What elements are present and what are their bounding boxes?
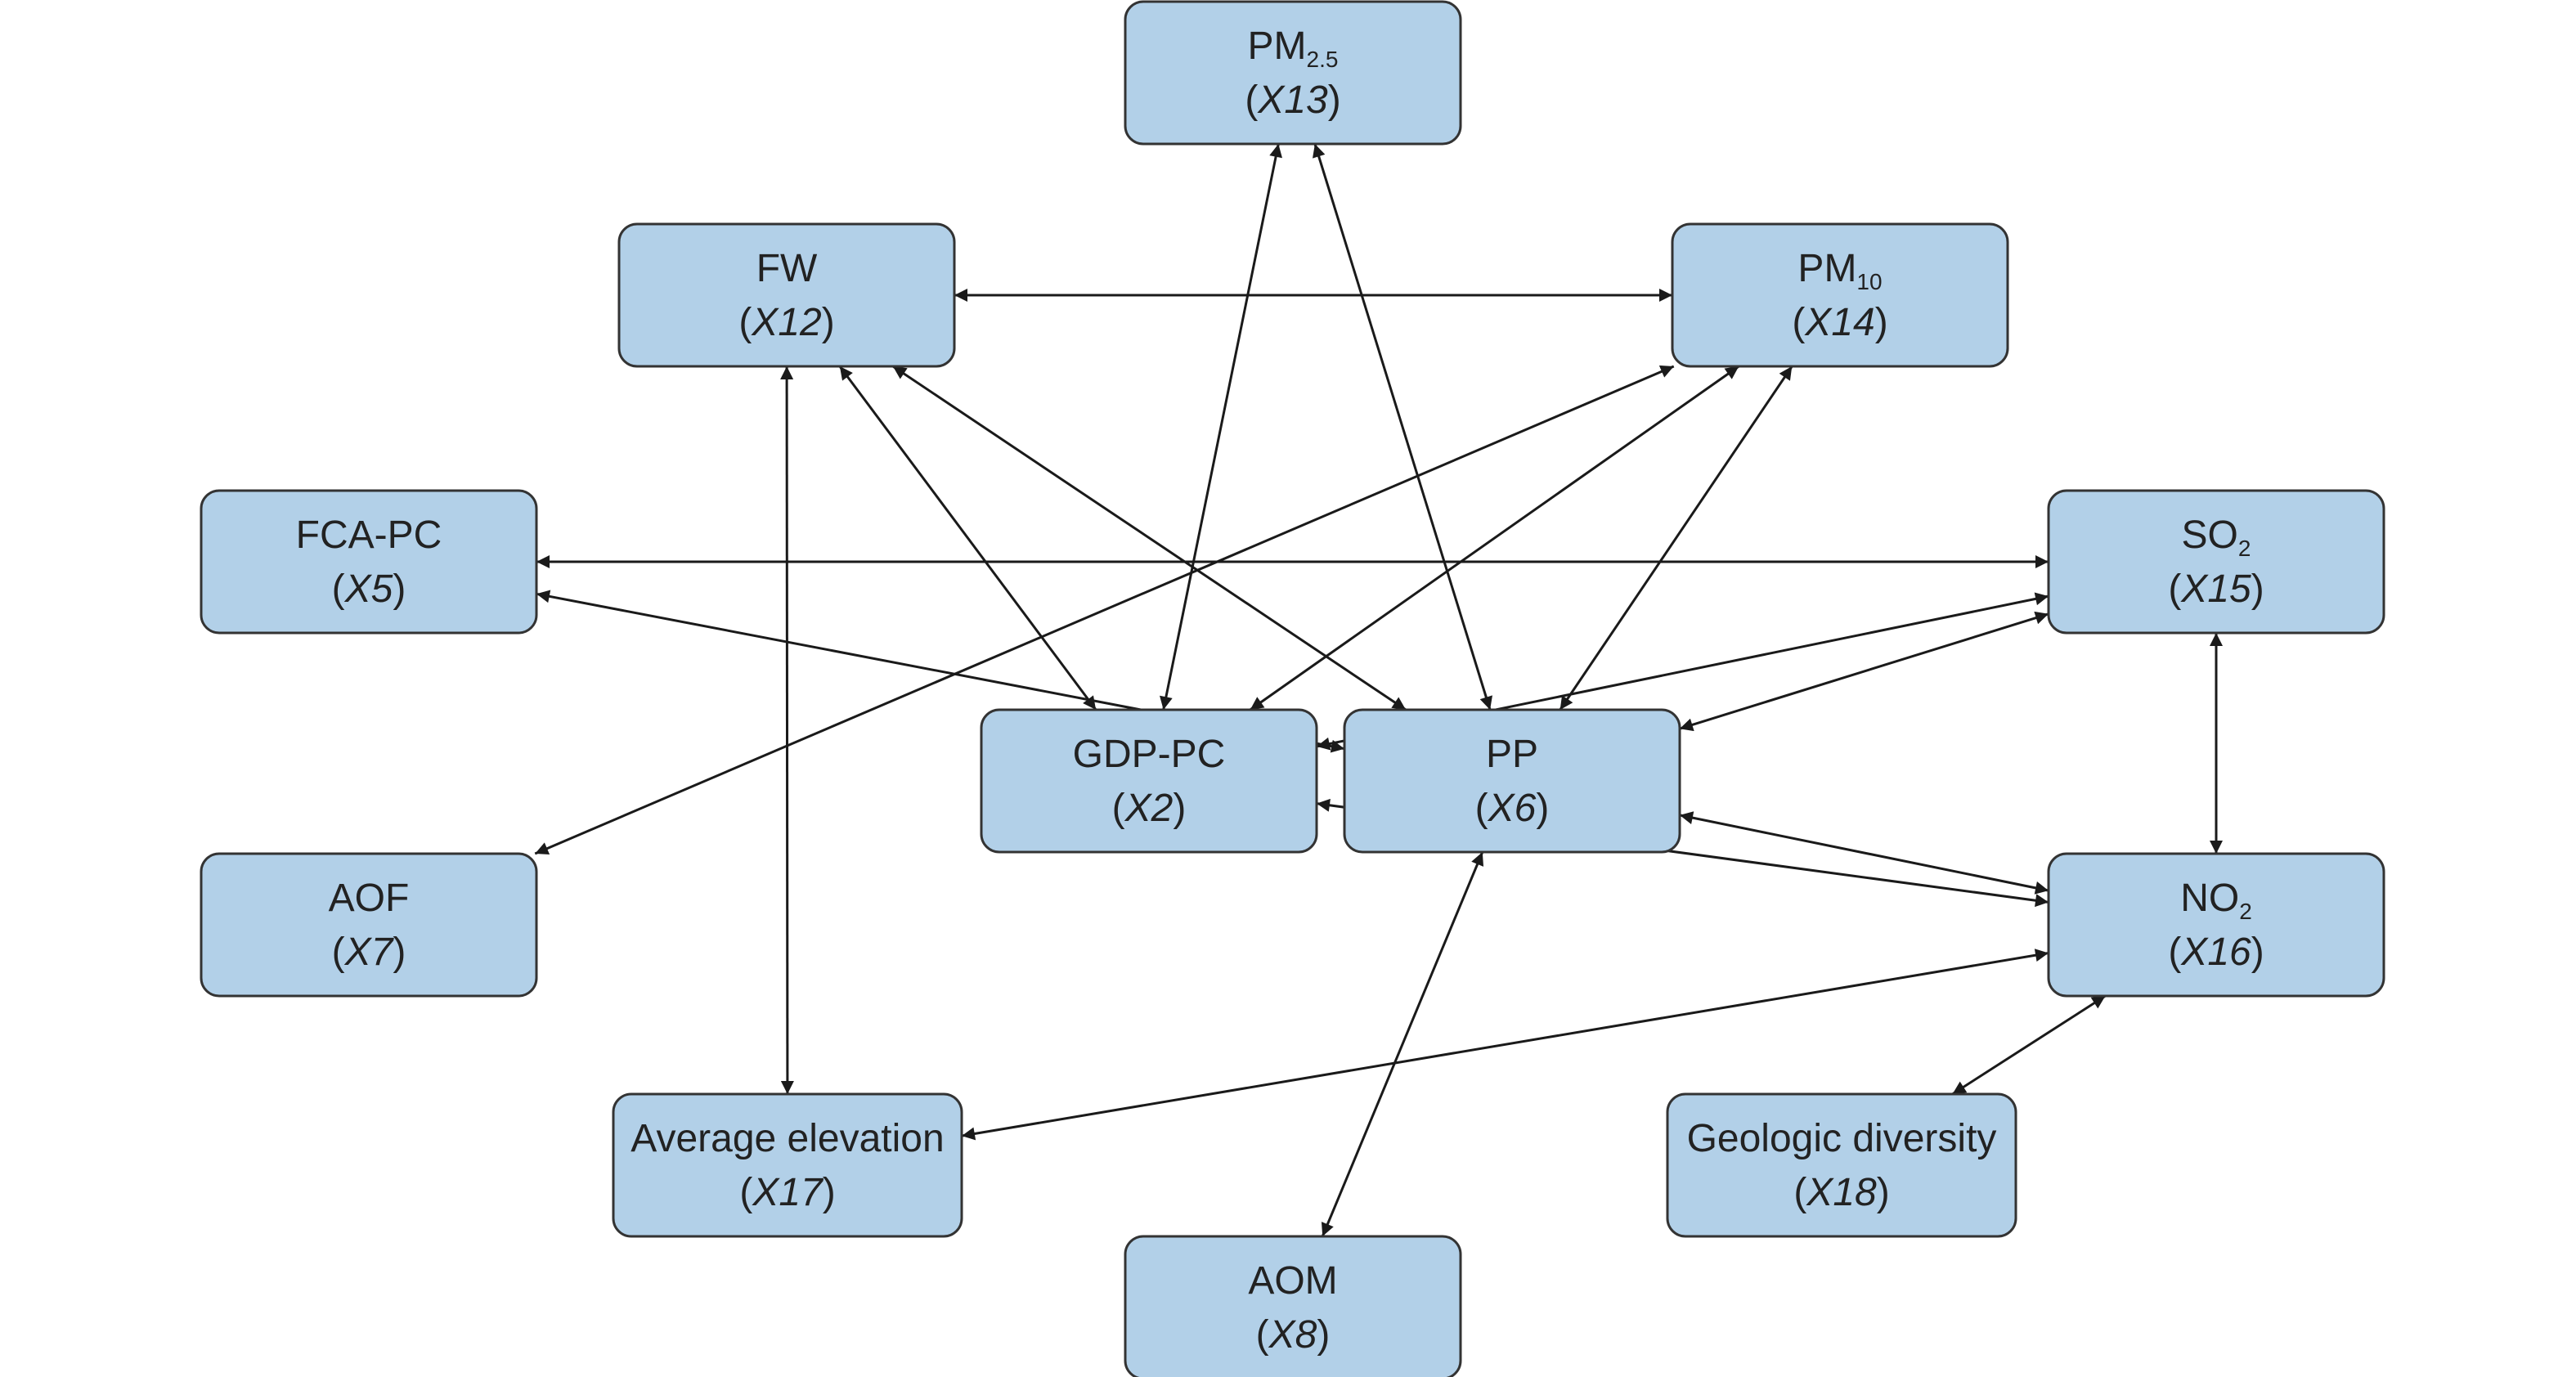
node-variable: (X17)	[739, 1171, 835, 1214]
node-label: AOM	[1248, 1259, 1337, 1303]
node-aof: AOF (X7)	[200, 852, 538, 998]
node-variable-code: X7	[344, 931, 395, 974]
edge-no2-pp	[1679, 811, 2049, 895]
node-pm25: PM2.5 (X13)	[1124, 0, 1462, 146]
node-label: Geologic diversity	[1687, 1117, 1997, 1160]
node-label: Average elevation	[631, 1117, 944, 1160]
node-label-subscript: 10	[1856, 269, 1882, 294]
node-variable: (X15)	[2168, 567, 2264, 611]
node-label: PM10	[1797, 247, 1882, 294]
node-label-text: PM	[1797, 247, 1856, 290]
node-gdppc: GDP-PC (X2)	[980, 708, 1318, 854]
node-variable-code: X6	[1488, 787, 1537, 830]
node-box	[617, 222, 956, 368]
node-box	[200, 489, 538, 635]
node-no2: NO2 (X16)	[2047, 852, 2385, 998]
node-geodiv: Geologic diversity (X18)	[1666, 1092, 2017, 1238]
node-variable-code: X18	[1806, 1171, 1877, 1214]
node-variable: (X12)	[738, 301, 834, 344]
node-box	[1671, 222, 2009, 368]
node-label-text: PP	[1486, 733, 1538, 776]
edge-so2-pp	[1679, 611, 2049, 732]
node-variable-code: X17	[752, 1171, 824, 1214]
node-label: AOF	[329, 877, 410, 920]
node-label-text: NO	[2180, 877, 2239, 920]
edge-no2-avgelev	[961, 949, 2049, 1141]
node-label: FCA-PC	[296, 514, 442, 557]
node-variable: (X14)	[1792, 301, 1887, 344]
node-variable-code: X8	[1268, 1313, 1317, 1357]
node-box	[980, 708, 1318, 854]
node-variable: (X7)	[332, 931, 406, 974]
edge-pm25-gdppc	[1160, 143, 1282, 711]
node-label-text: FW	[756, 247, 818, 290]
node-box	[612, 1092, 963, 1238]
node-label: SO2	[2182, 514, 2251, 561]
node-label-text: SO	[2182, 514, 2238, 557]
edge-fw-pp	[892, 365, 1407, 711]
node-aom: AOM (X8)	[1124, 1235, 1462, 1377]
node-box	[1666, 1092, 2017, 1238]
node-box	[1343, 708, 1681, 854]
nodes-layer: PM2.5(X13)FW(X12)PM10(X14)FCA-PC(X5)SO2(…	[200, 0, 2385, 1377]
node-avgelev: Average elevation (X17)	[612, 1092, 963, 1238]
node-label-subscript: 2	[2239, 899, 2252, 924]
node-label: NO2	[2180, 877, 2252, 924]
node-label: PP	[1486, 733, 1538, 776]
edge-fw-avgelev	[780, 366, 794, 1095]
node-label-text: AOF	[329, 877, 410, 920]
node-variable-code: X5	[344, 567, 393, 611]
node-box	[200, 852, 538, 998]
edge-pm25-pp	[1313, 143, 1492, 711]
node-label-text: AOM	[1248, 1259, 1337, 1303]
node-label-text: Average elevation	[631, 1117, 944, 1160]
node-variable: (X8)	[1256, 1313, 1331, 1357]
edge-pm10-gdppc	[1249, 365, 1740, 711]
node-variable: (X18)	[1793, 1171, 1889, 1214]
node-box	[2047, 852, 2385, 998]
node-pm10: PM10 (X14)	[1671, 222, 2009, 368]
node-variable-code: X15	[2180, 567, 2251, 611]
node-variable-code: X16	[2180, 931, 2251, 974]
node-variable: (X6)	[1475, 787, 1550, 830]
node-label-subscript: 2.5	[1307, 47, 1339, 72]
node-variable-code: X2	[1124, 787, 1174, 830]
node-label-text: FCA-PC	[296, 514, 442, 557]
node-label: PM2.5	[1248, 25, 1339, 72]
node-variable-code: X13	[1257, 78, 1328, 122]
edge-pp-aom	[1321, 851, 1484, 1237]
node-variable: (X13)	[1245, 78, 1340, 122]
edge-pm10-pp	[1559, 366, 1793, 711]
node-label-text: GDP-PC	[1073, 733, 1226, 776]
node-label: FW	[756, 247, 818, 290]
node-fcapc: FCA-PC (X5)	[200, 489, 538, 635]
node-variable-code: X12	[751, 301, 821, 344]
node-box	[1124, 0, 1462, 146]
edges-layer	[534, 143, 2223, 1237]
node-variable-code: X14	[1804, 301, 1874, 344]
node-box	[1124, 1235, 1462, 1377]
node-box	[2047, 489, 2385, 635]
edge-no2-geodiv	[1951, 994, 2107, 1096]
node-pp: PP (X6)	[1343, 708, 1681, 854]
node-label: GDP-PC	[1073, 733, 1226, 776]
node-label-text: PM	[1248, 25, 1307, 68]
node-label-subscript: 2	[2238, 536, 2251, 561]
node-variable: (X2)	[1112, 787, 1187, 830]
node-variable: (X16)	[2168, 931, 2264, 974]
node-fw: FW (X12)	[617, 222, 956, 368]
node-variable: (X5)	[332, 567, 406, 611]
node-so2: SO2 (X15)	[2047, 489, 2385, 635]
node-label-text: Geologic diversity	[1687, 1117, 1997, 1160]
